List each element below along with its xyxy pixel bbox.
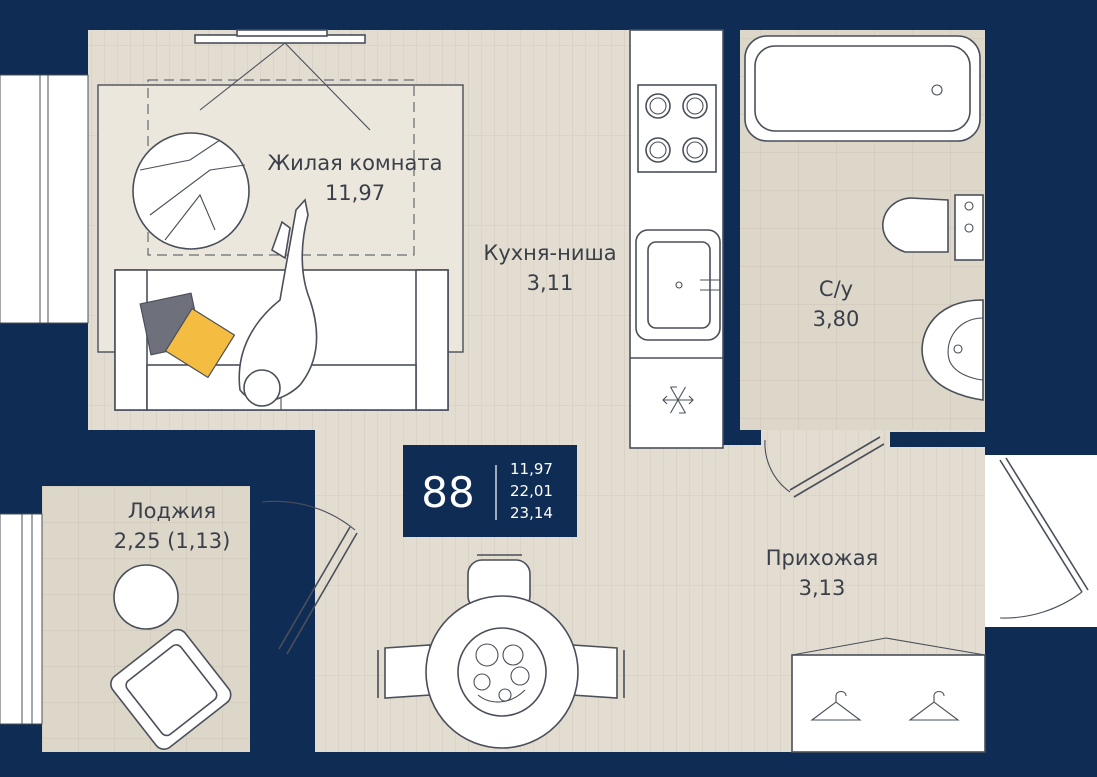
hallway-name: Прихожая — [766, 546, 878, 570]
toilet-icon — [882, 194, 984, 261]
bathroom-name: С/у — [819, 277, 853, 301]
washbasin-icon — [921, 299, 984, 401]
badge-background — [403, 445, 577, 537]
interior-doors — [261, 436, 885, 655]
living-room-area: 11,97 — [325, 181, 385, 205]
hanger-icon — [810, 690, 862, 721]
kitchen-area: 3,11 — [527, 271, 574, 295]
loggia-area: 2,25 (1,13) — [114, 529, 231, 553]
hallway-area: 3,13 — [799, 576, 846, 600]
fruit-plate-icon — [457, 627, 547, 717]
snowflake-icon — [662, 386, 694, 414]
living-furniture — [97, 29, 464, 411]
cooktop-icon — [637, 84, 717, 173]
room-labels: Жилая комната 11,97 Кухня-ниша 3,11 С/у … — [114, 151, 879, 600]
entrance-door — [985, 455, 1097, 627]
bathroom-furniture — [744, 35, 984, 401]
hanger-icon — [908, 690, 960, 721]
loggia-name: Лоджия — [128, 499, 216, 523]
bathroom-area: 3,80 — [813, 307, 860, 331]
badge-area-total: 22,01 — [510, 482, 553, 500]
living-room-name: Жилая комната — [268, 151, 443, 175]
apartment-number: 88 — [421, 468, 474, 517]
windows — [0, 74, 89, 725]
loggia-furniture — [110, 564, 232, 750]
dining-furniture — [377, 554, 625, 749]
bathtub-icon — [744, 35, 981, 142]
kitchen-furniture — [629, 29, 724, 449]
apartment-badge: 88 11,97 22,01 23,14 — [403, 445, 577, 537]
kitchen-name: Кухня-ниша — [483, 241, 616, 265]
inner-walls — [0, 30, 1097, 777]
badge-area-with-loggia: 23,14 — [510, 504, 553, 522]
wardrobe — [791, 637, 986, 753]
badge-area-living: 11,97 — [510, 460, 553, 478]
